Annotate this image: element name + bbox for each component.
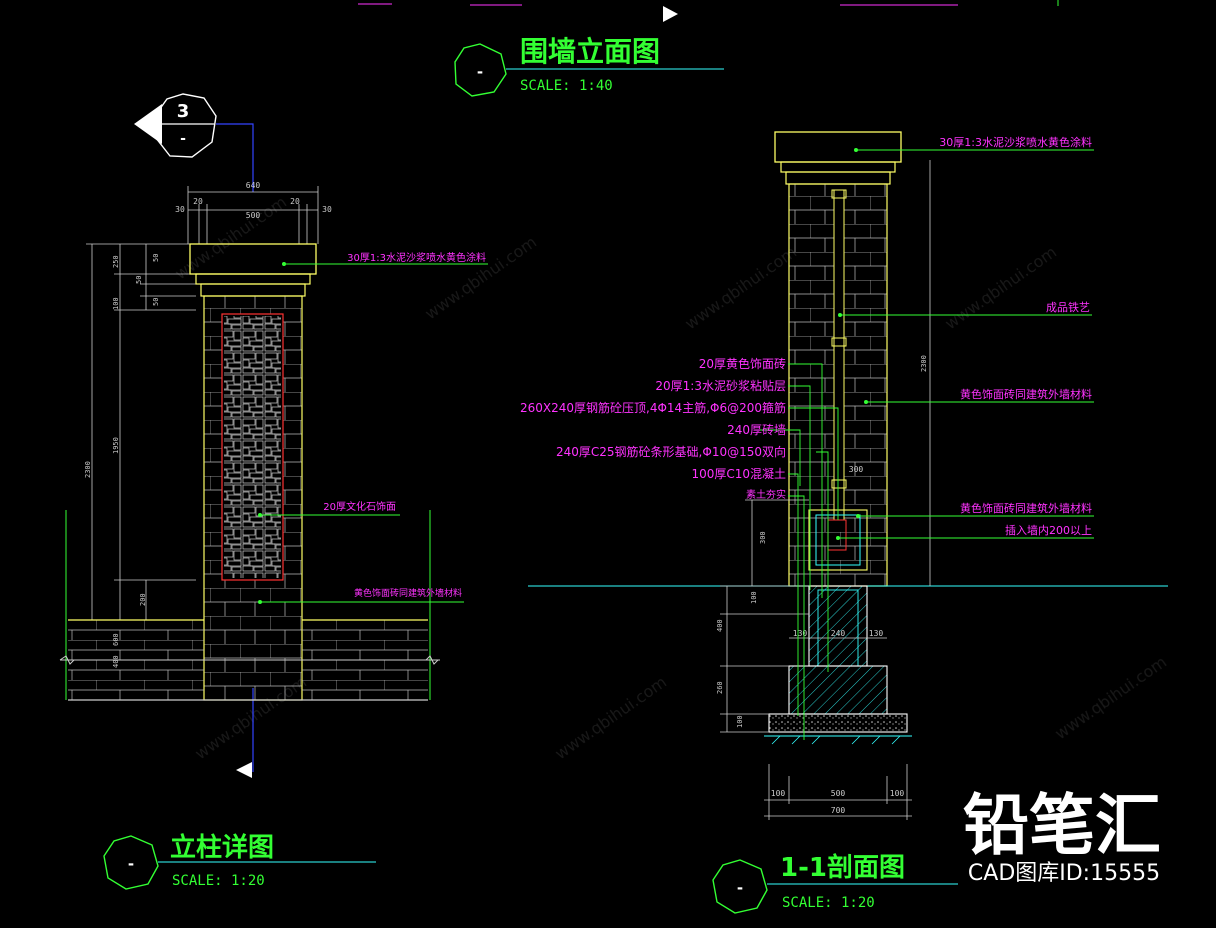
- section-marker-number: 3: [177, 101, 190, 122]
- sec-note-mortar: 20厚1:3水泥砂浆粘贴层: [655, 378, 786, 393]
- sec-note-tile: 20厚黄色饰面砖: [699, 356, 786, 371]
- sec-dim-w100a: 100: [771, 789, 786, 798]
- section-1-1: 2300 100 500 100 700 130 240 130 300: [520, 131, 1168, 914]
- elevation-bubble-label: -: [477, 63, 483, 81]
- sec-dim-beam300: 300: [849, 465, 864, 474]
- section-marker-sheet: -: [180, 131, 186, 147]
- dim-v-1950: 1950: [112, 437, 120, 454]
- column-bubble-icon: [103, 835, 159, 890]
- sec-dim-w130b: 130: [869, 629, 884, 638]
- watermark-url: www.qbihui.com: [421, 232, 540, 323]
- brand-id: CAD图库ID:15555: [968, 861, 1160, 886]
- dim-v-50c: 50: [152, 298, 160, 306]
- section-bubble-icon: [712, 859, 768, 914]
- concrete-pad: [768, 713, 908, 733]
- dim-v-200: 200: [139, 593, 147, 606]
- watermark-url: www.qbihui.com: [941, 242, 1060, 333]
- sec-note-brickwall: 240厚砖墙: [727, 422, 786, 437]
- col-note-cap: 30厚1:3水泥沙浆喷水黄色涂料: [347, 251, 486, 264]
- sec-note-facing-a: 黄色饰面砖同建筑外墙材料: [960, 387, 1092, 401]
- column-detail-scale: SCALE: 1:20: [172, 873, 265, 889]
- column-detail-title: 立柱详图: [170, 832, 274, 863]
- section-cut-arrow-icon: [236, 762, 252, 778]
- dim-v-250: 250: [112, 255, 120, 268]
- dim-edge-a: 30: [175, 205, 185, 214]
- sec-dim-w500: 500: [831, 789, 846, 798]
- sec-note-iron: 成品铁艺: [1046, 301, 1090, 314]
- dim-v-50b: 50: [135, 276, 143, 284]
- sec-note-c10: 100厚C10混凝土: [691, 466, 786, 481]
- top-fragments: [358, 0, 1059, 22]
- sec-dim-2300: 2300: [920, 355, 928, 372]
- sec-note-footing: 240厚C25钢筋砼条形基础,Φ10@150双向: [556, 444, 786, 459]
- section-scale: SCALE: 1:20: [782, 895, 875, 911]
- sec-dim-v100: 100: [750, 591, 758, 604]
- dim-total-width: 640: [246, 181, 261, 190]
- watermark-url: www.qbihui.com: [551, 672, 670, 763]
- watermark-url: www.qbihui.com: [171, 192, 290, 283]
- col-note-tile: 黄色饰面砖同建筑外墙材料: [354, 587, 462, 599]
- dim-v-100: 100: [112, 297, 120, 310]
- brand-name: 铅笔汇: [963, 787, 1161, 864]
- sec-note-soil: 素土夯实: [746, 488, 786, 501]
- sec-note-cap: 30厚1:3水泥沙浆喷水黄色涂料: [939, 135, 1092, 149]
- section-bubble-label: -: [737, 879, 743, 897]
- dim-side-a: 20: [193, 197, 203, 206]
- sec-dim-v400: 400: [716, 619, 724, 632]
- col-note-stone: 20厚文化石饰面: [323, 500, 396, 513]
- sec-dim-w100b: 100: [890, 789, 905, 798]
- sec-dim-v100b: 100: [736, 715, 744, 728]
- section-cap: [774, 131, 902, 163]
- column-detail: 3 - 640 500 20 20 30 30: [59, 93, 488, 890]
- brand-watermark: 铅笔汇 CAD图库ID:15555: [963, 787, 1161, 886]
- dim-side-b: 20: [290, 197, 300, 206]
- sec-note-beam: 260X240厚钢筋砼压顶,4Φ14主筋,Φ6@200箍筋: [520, 400, 786, 415]
- dim-v-50a: 50: [152, 254, 160, 262]
- dim-v-2300: 2300: [84, 461, 92, 478]
- section-arrow-icon: [134, 104, 162, 144]
- strip-footing: [788, 665, 888, 715]
- dim-edge-b: 30: [322, 205, 332, 214]
- sec-dim-w130a: 130: [793, 629, 808, 638]
- column-bubble-label: -: [128, 855, 134, 873]
- elevation-title-block: - 围墙立面图 SCALE: 1:40: [454, 35, 724, 97]
- elevation-title: 围墙立面图: [520, 35, 660, 68]
- sec-dim-v260: 260: [716, 681, 724, 694]
- section-title: 1-1剖面图: [780, 852, 905, 883]
- dim-inner-width: 500: [246, 211, 261, 220]
- sec-dim-w700: 700: [831, 806, 846, 815]
- sec-dim-v300: 300: [759, 531, 767, 544]
- arrow-right-icon: [663, 6, 678, 22]
- sec-note-facing-b: 黄色饰面砖同建筑外墙材料: [960, 501, 1092, 515]
- watermark-url: www.qbihui.com: [681, 242, 800, 333]
- elevation-bubble-icon: [454, 43, 507, 97]
- watermark-url: www.qbihui.com: [1051, 652, 1170, 743]
- sec-dim-w240: 240: [831, 629, 846, 638]
- elevation-scale: SCALE: 1:40: [520, 78, 613, 94]
- sec-note-insert: 插入墙内200以上: [1005, 523, 1092, 537]
